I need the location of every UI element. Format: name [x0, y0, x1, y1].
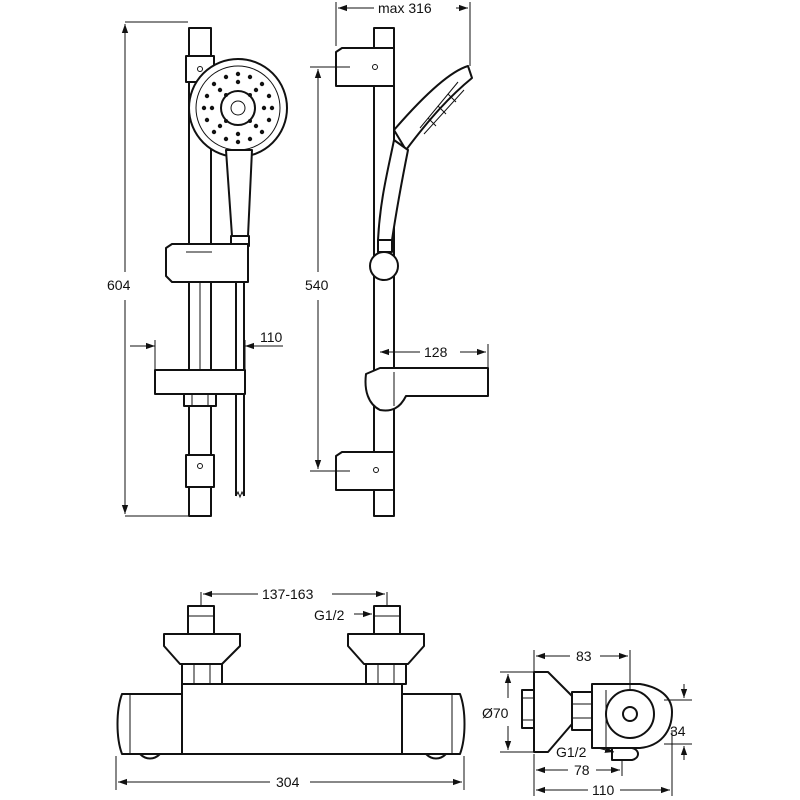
front-soap-dish — [154, 369, 246, 395]
dim-connector-depth: 83 — [576, 648, 592, 664]
left-inlet — [163, 605, 241, 685]
dim-valve-height: 34 — [670, 723, 686, 739]
side-top-bracket — [335, 47, 395, 87]
front-shower-head — [188, 58, 288, 158]
dim-connector-diameter: Ø70 — [482, 705, 509, 721]
dim-valve-length: 304 — [276, 774, 300, 790]
valve-side-dimensions: 83 Ø70 G1/2 78 110 34 — [482, 648, 692, 798]
side-soap-dish — [364, 367, 489, 412]
front-shower-handle — [225, 149, 253, 237]
front-bottom-bracket — [185, 454, 215, 488]
dim-max-width: max 316 — [378, 0, 432, 16]
valve-side-body — [591, 683, 673, 749]
dim-soap-dish-front: 110 — [260, 329, 283, 345]
dim-total-height: 604 — [107, 277, 131, 293]
valve-rosette — [533, 671, 573, 753]
dim-valve-depth: 110 — [592, 782, 615, 798]
dim-rail-height: 540 — [305, 277, 329, 293]
valve-front-dimensions: 137-163 G1/2 304 — [115, 586, 465, 790]
front-slider — [165, 243, 249, 283]
front-dimensions: 604 110 — [107, 21, 283, 517]
dim-inlet-spacing: 137-163 — [262, 586, 314, 602]
side-dimensions: max 316 540 128 — [305, 0, 489, 472]
front-view-shower-rail — [154, 27, 288, 517]
side-view-valve — [521, 671, 673, 761]
dim-inlet-thread: G1/2 — [314, 607, 345, 623]
dim-outlet-offset: 78 — [574, 762, 590, 778]
dim-outlet-thread: G1/2 — [556, 744, 587, 760]
front-view-valve — [116, 605, 466, 760]
side-shower-head — [393, 65, 473, 151]
side-bottom-bracket — [335, 451, 395, 491]
side-view-shower-rail — [335, 27, 489, 517]
right-inlet — [347, 605, 425, 685]
dim-soap-dish-side: 128 — [424, 344, 448, 360]
side-ball-joint — [369, 251, 399, 281]
valve-outlet — [611, 747, 639, 761]
